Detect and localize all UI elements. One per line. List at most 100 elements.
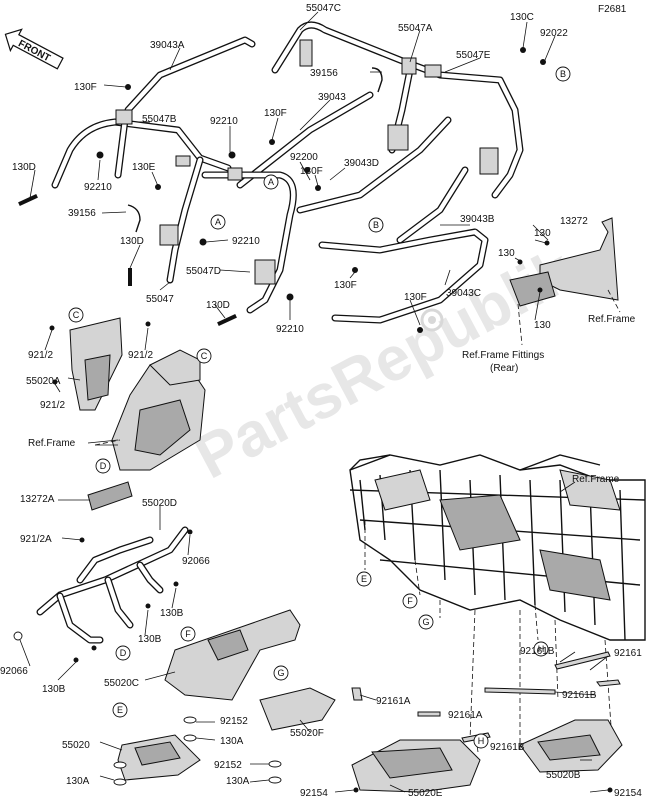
part-label: 130 (498, 248, 515, 259)
ref-label: Ref.Frame (588, 314, 636, 325)
part-label: 130B (138, 634, 162, 645)
svg-text:B: B (560, 69, 566, 79)
callout-E-2: E (112, 702, 128, 718)
svg-text:B: B (373, 220, 379, 230)
rear-frame-fitting (509, 217, 621, 346)
part-label: 39043B (460, 214, 495, 225)
part-labels: 55047C 55047A 55047E 39043A 39156 130C 9… (0, 3, 642, 799)
part-label: 92154 (300, 788, 328, 799)
callout-A-2: A (263, 174, 279, 190)
part-label: 39043C (446, 288, 481, 299)
part-label: 130D (206, 300, 230, 311)
part-label: 92161B (562, 690, 597, 701)
part-label: 39043A (150, 40, 185, 51)
part-label: 130A (226, 776, 250, 787)
part-label: 92210 (276, 324, 304, 335)
part-label: 55047E (456, 50, 491, 61)
svg-text:E: E (117, 705, 123, 715)
part-label: 130C (510, 12, 534, 23)
skid-plate-55020 (113, 716, 282, 786)
part-label: 39156 (310, 68, 338, 79)
part-label: 130E (132, 162, 156, 173)
part-label: 92200 (290, 152, 318, 163)
svg-text:F: F (185, 629, 191, 639)
watermark: PartsRepublik (184, 235, 585, 492)
callout-E-1: E (356, 571, 372, 587)
part-label: 130F (264, 108, 287, 119)
svg-text:A: A (215, 217, 221, 227)
ref-label: Ref.Frame (572, 474, 620, 485)
part-label: 921/2 (128, 350, 153, 361)
callout-D-1: D (95, 458, 111, 474)
callout-F-2: F (180, 626, 196, 642)
ref-label: (Rear) (490, 363, 518, 374)
svg-text:D: D (100, 461, 107, 471)
part-label: 130F (300, 166, 323, 177)
part-label: 92210 (210, 116, 238, 127)
part-label: 130B (42, 684, 66, 695)
callout-D-2: D (115, 645, 131, 661)
part-label: 92161B (490, 742, 525, 753)
part-label: 130 (534, 320, 551, 331)
callout-H-1: H (533, 641, 549, 657)
part-label: 92066 (182, 556, 210, 567)
watermark-group: PartsRepublik (184, 235, 585, 492)
skid-plate-55020C (164, 609, 301, 701)
callout-F-1: F (402, 593, 418, 609)
part-label: 921/2 (28, 350, 53, 361)
part-label: 39043D (344, 158, 379, 169)
part-label: 92152 (214, 760, 242, 771)
part-label: 55047A (398, 23, 433, 34)
part-label: 92022 (540, 28, 568, 39)
svg-text:H: H (478, 736, 485, 746)
callout-B-2: B (368, 217, 384, 233)
part-label: 130A (220, 736, 244, 747)
svg-text:F: F (407, 596, 413, 606)
part-label: 55020E (408, 788, 443, 799)
skid-plate-55020F (259, 687, 336, 731)
part-label: 92161A (376, 696, 411, 707)
svg-text:E: E (361, 574, 367, 584)
front-arrow-icon: FRONT (4, 28, 64, 70)
rops-tubes (51, 21, 524, 324)
part-label: 55047B (142, 114, 177, 125)
part-label: 55020C (104, 678, 139, 689)
callout-G-1: G (418, 614, 434, 630)
part-label: 55047D (186, 266, 221, 277)
callout-A-1: A (210, 214, 226, 230)
part-label: 92161B (520, 646, 555, 657)
callout-B-1: B (555, 66, 571, 82)
part-label: 92152 (220, 716, 248, 727)
part-label: 39043 (318, 92, 346, 103)
part-label: 55047C (306, 3, 341, 14)
callout-C-2: C (196, 348, 212, 364)
callouts: A A B B C C D D E E F F G G H H (68, 66, 571, 749)
part-label: 55020B (546, 770, 581, 781)
part-label: 92154 (614, 788, 642, 799)
front-bumper (13, 526, 193, 663)
svg-text:H: H (538, 644, 545, 654)
bracket-13272A (79, 481, 133, 543)
part-label: 92066 (0, 666, 28, 677)
skid-plate-55020B (353, 719, 623, 793)
part-label: 55047 (146, 294, 174, 305)
part-label: 92210 (232, 236, 260, 247)
part-label: 13272 (560, 216, 588, 227)
part-label: 130A (66, 776, 90, 787)
part-label: 55020A (26, 376, 61, 387)
part-label: 130F (74, 82, 97, 93)
part-label: 921/2 (40, 400, 65, 411)
front-bracket-assembly (49, 317, 206, 471)
leader-lines (19, 11, 609, 793)
part-label: 39156 (68, 208, 96, 219)
svg-text:C: C (73, 310, 80, 320)
ref-label: Ref.Frame Fittings (462, 350, 544, 361)
part-label: 130D (12, 162, 36, 173)
svg-text:G: G (422, 617, 429, 627)
ref-label: Ref.Frame (28, 438, 76, 449)
main-frame (349, 454, 646, 750)
callout-H-2: H (473, 733, 489, 749)
skid-plate-55020E (351, 739, 481, 793)
part-label: 92161 (614, 648, 642, 659)
